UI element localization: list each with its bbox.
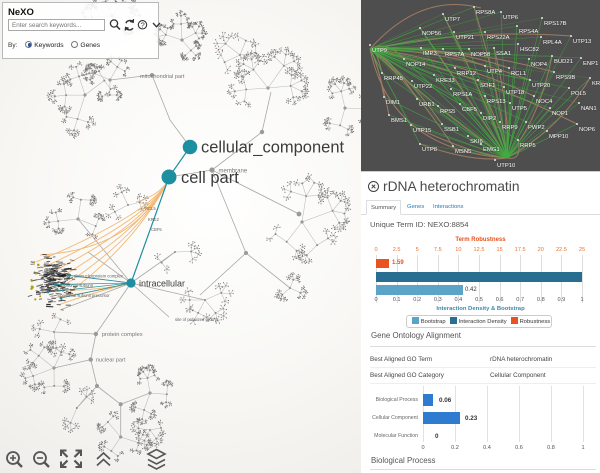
svg-text:UTP21: UTP21 [456,35,474,41]
svg-text:MSN5: MSN5 [455,149,472,155]
svg-text:NOP56: NOP56 [422,31,442,37]
svg-text:RRP45: RRP45 [384,76,404,82]
svg-text:RPS5: RPS5 [440,109,456,115]
svg-text:UTP20: UTP20 [532,83,551,89]
svg-text:RPS9B: RPS9B [556,75,575,81]
svg-text:membrane: membrane [219,169,248,175]
svg-text:POL5: POL5 [571,91,587,97]
svg-text:MPP10: MPP10 [549,134,569,140]
svg-text:UTP10: UTP10 [497,163,516,169]
svg-text:mitochondrial part: mitochondrial part [140,74,185,80]
svg-text:DIP2: DIP2 [483,116,496,122]
svg-text:KRE33: KRE33 [436,78,455,84]
svg-text:RRP9: RRP9 [502,125,518,131]
svg-text:DIM1: DIM1 [386,100,400,106]
svg-text:NOC4: NOC4 [536,99,553,105]
svg-text:RPL4A: RPL4A [543,40,562,46]
svg-text:cellular_component: cellular_component [201,139,345,157]
svg-text:intracellular: intracellular [139,279,185,289]
svg-text:UTP13: UTP13 [573,39,592,45]
svg-text:SSB1: SSB1 [444,127,459,133]
svg-text:KRE: KRE [592,81,600,87]
svg-text:UTP9: UTP9 [372,48,387,54]
svg-text:CBF5: CBF5 [151,227,162,232]
svg-text:UTP7: UTP7 [445,17,460,23]
svg-text:RPS8A: RPS8A [476,10,495,16]
svg-text:?: ? [141,21,145,30]
svg-text:RPS1A: RPS1A [453,92,472,98]
svg-text:nuclear part: nuclear part [96,358,126,364]
svg-text:NOP1: NOP1 [552,111,568,117]
svg-text:ENP1: ENP1 [583,61,598,67]
svg-text:UTP15: UTP15 [413,128,432,134]
svg-text:RCL1: RCL1 [511,71,526,77]
svg-text:EMG1: EMG1 [483,147,500,153]
svg-text:IMP3: IMP3 [423,51,437,57]
svg-text:URB1: URB1 [419,102,435,108]
svg-text:cell part: cell part [181,169,239,187]
svg-text:UTP18: UTP18 [506,90,525,96]
svg-text:BMS1: BMS1 [391,118,407,124]
svg-text:NOP58: NOP58 [471,52,491,58]
svg-text:CBF5: CBF5 [462,107,478,113]
svg-text:UTP22: UTP22 [414,84,432,90]
svg-text:ribosomal subunit precursor: ribosomal subunit precursor [58,293,110,298]
svg-text:ribonucleoprotein complex: ribonucleoprotein complex [74,274,124,279]
svg-text:BUD21: BUD21 [554,59,573,65]
svg-text:protein complex: protein complex [102,332,143,338]
svg-text:NAN1: NAN1 [581,106,597,112]
svg-text:RPS17B: RPS17B [544,21,567,27]
svg-text:UTP8: UTP8 [422,147,438,153]
svg-text:SOF1: SOF1 [480,83,495,89]
svg-text:NOP14: NOP14 [406,62,426,68]
svg-text:RRP5: RRP5 [520,143,536,149]
svg-text:RPS1A: RPS1A [44,268,58,273]
svg-text:RPS13: RPS13 [487,99,506,105]
svg-text:HSC82: HSC82 [520,47,539,53]
svg-text:UTP4: UTP4 [487,69,503,75]
svg-text:ribosomal subunit: ribosomal subunit [60,283,94,288]
svg-text:RPS7A: RPS7A [445,52,464,58]
svg-text:NOP6: NOP6 [579,127,596,133]
svg-text:SSA1: SSA1 [496,51,511,57]
svg-text:UTP5: UTP5 [512,106,528,112]
svg-text:RCL5: RCL5 [145,206,156,211]
svg-text:site of polarized growth: site of polarized growth [175,317,219,322]
svg-text:UTP6: UTP6 [503,15,519,21]
svg-text:RPS4A: RPS4A [519,29,538,35]
svg-text:RRP12: RRP12 [457,71,476,77]
svg-text:SKI6: SKI6 [470,139,483,145]
svg-text:PWP2: PWP2 [528,125,545,131]
svg-text:NOP4: NOP4 [531,62,548,68]
svg-text:RPS22A: RPS22A [487,35,510,41]
svg-text:KRE2: KRE2 [148,217,160,222]
